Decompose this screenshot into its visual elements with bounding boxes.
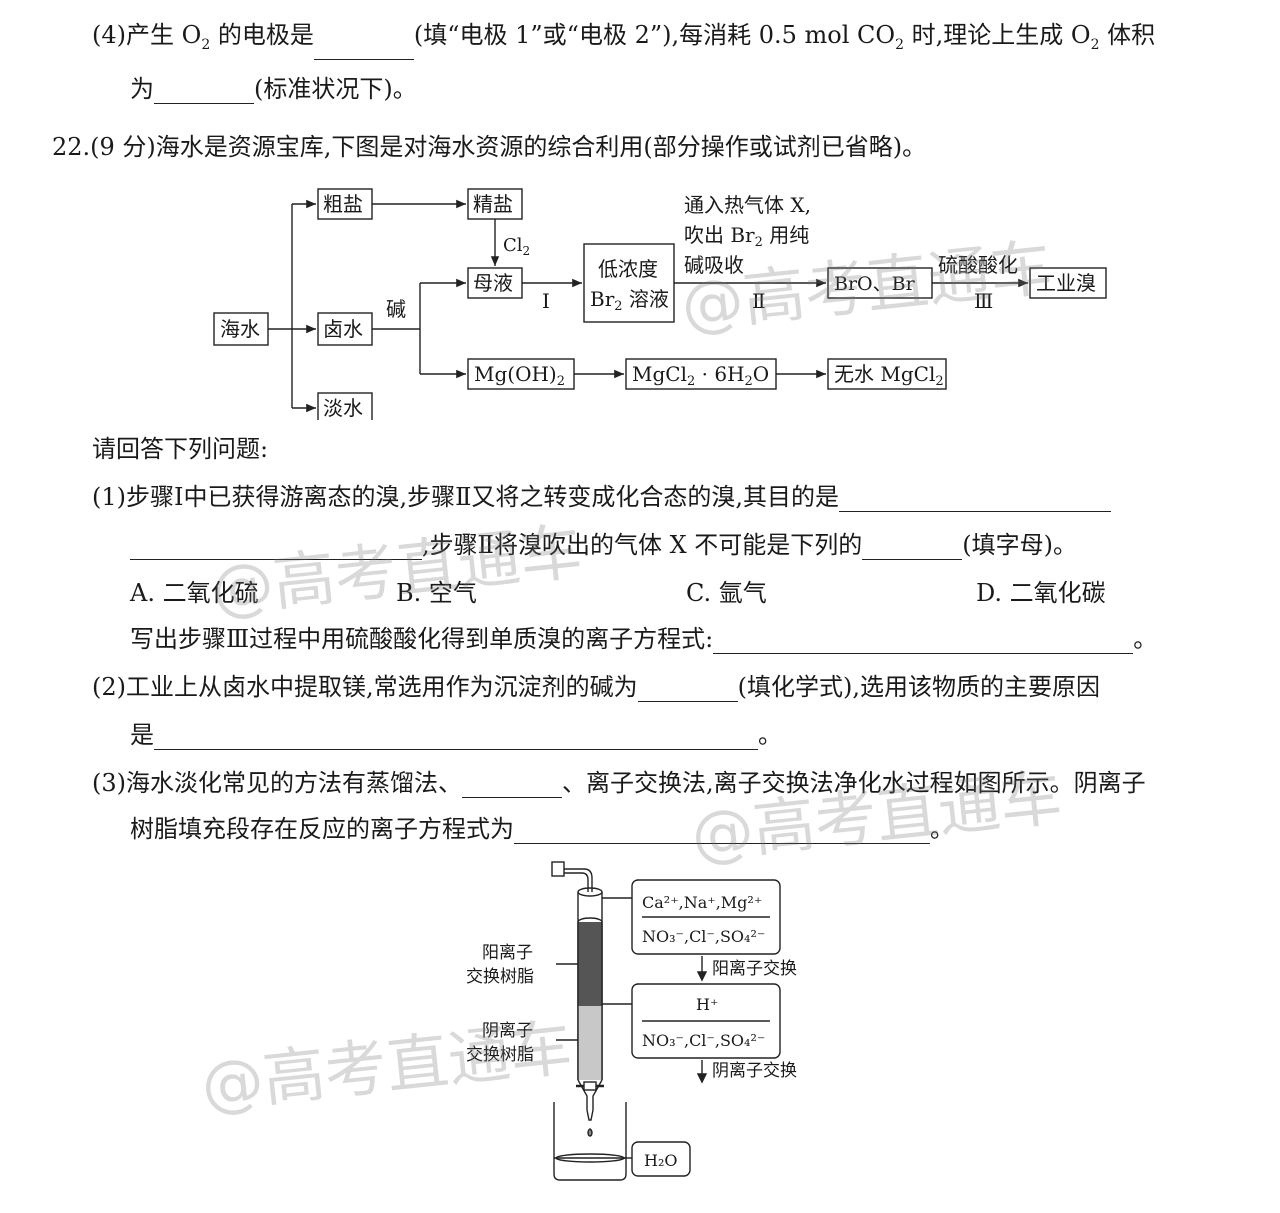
flow-anhydrous-mgcl2-label: 无水 MgCl2 xyxy=(834,362,944,389)
q22-blank-base[interactable] xyxy=(637,677,738,702)
q21-sub-o2b: 2 xyxy=(1090,36,1100,53)
flow-step3-label: Ⅲ xyxy=(974,289,993,313)
q22-part1-line1: (1)步骤Ⅰ中已获得游离态的溴,步骤Ⅱ又将之转变成化合态的溴,其目的是 xyxy=(92,482,1112,512)
q22-p1-text4: 写出步骤Ⅲ过程中用硫酸酸化得到单质溴的离子方程式: xyxy=(130,625,714,653)
q22-period-2: 。 xyxy=(758,721,782,749)
flow-note-line1: 通入热气体 X, xyxy=(684,193,811,217)
q22-period-3: 。 xyxy=(930,815,954,843)
flow-seawater-label: 海水 xyxy=(220,317,260,341)
ion-box-water xyxy=(631,1141,691,1177)
q22-title: 22.(9 分)海水是资源宝库,下图是对海水资源的综合利用(部分操作或试剂已省略… xyxy=(52,133,927,161)
option-d[interactable]: D. 二氧化碳 xyxy=(976,579,1106,607)
q22-blank-purpose-b[interactable] xyxy=(130,535,422,560)
q22-p3-text2: 、离子交换法,离子交换法净化水过程如图所示。阴离子 xyxy=(562,769,1146,797)
q22-p3-text1: (3)海水淡化常见的方法有蒸馏法、 xyxy=(92,769,462,797)
ion-exchange-apparatus: 阳离子 交换树脂 阴离子 交换树脂 Ca²⁺,Na⁺,Mg²⁺ NO₃⁻,Cl⁻… xyxy=(466,861,797,1181)
cation-exchange-label: 阳离子交换 xyxy=(712,959,797,979)
flow-fine-salt-label: 精盐 xyxy=(473,192,513,216)
q22-prompt: 请回答下列问题: xyxy=(92,435,269,463)
q22-part2-line2: 是。 xyxy=(130,720,782,750)
q21-text-g: (标准状况下)。 xyxy=(254,75,417,103)
ion-box1-bottom: NO₃⁻,Cl⁻,SO₄²⁻ xyxy=(642,927,765,946)
box-industrial-br xyxy=(1029,267,1107,299)
q22-part1-line2: ,步骤Ⅱ将溴吹出的气体 X 不可能是下列的 (填字母)。 xyxy=(130,530,1077,560)
q21-text-e: 体积 xyxy=(1099,21,1156,49)
q22-blank-reason[interactable] xyxy=(154,725,758,750)
flow-fresh-water-label: 淡水 xyxy=(323,396,363,420)
q21-text-f: 为 xyxy=(130,75,154,103)
box-fresh-water xyxy=(317,392,373,420)
q22-part2-line1: (2)工业上从卤水中提取镁,常选用作为沉淀剂的碱为 (填化学式),选用该物质的主要… xyxy=(92,672,1100,702)
watermark-2: @高考直通车 xyxy=(207,514,586,627)
water-label: H₂O xyxy=(644,1151,677,1170)
option-c[interactable]: C. 氩气 xyxy=(686,579,767,607)
box-anhydrous-mgcl2 xyxy=(827,358,947,390)
q22-p3-text3: 树脂填充段存在反应的离子方程式为 xyxy=(130,815,514,843)
q21-blank-electrode[interactable] xyxy=(313,35,414,60)
anion-resin-fill xyxy=(578,1006,602,1080)
ion-box1-top: Ca²⁺,Na⁺,Mg²⁺ xyxy=(642,893,762,912)
option-b[interactable]: B. 空气 xyxy=(396,579,477,607)
seawater-flow-diagram: 海水 粗盐 精盐 卤水 淡水 碱 母液 Cl2 Ⅰ 低浓度 Br2 溶液 通入热… xyxy=(213,188,1107,420)
q21-sub-o2: 2 xyxy=(201,36,211,53)
q22-blank-anion-eq[interactable] xyxy=(514,819,930,844)
flow-industrial-br-label: 工业溴 xyxy=(1036,271,1096,295)
flow-mgcl2-hydrate-label: MgCl2 · 6H2O xyxy=(632,362,769,389)
watermark-3: @高考直通车 xyxy=(687,760,1066,873)
q22-p2-text2: (填化学式),选用该物质的主要原因 xyxy=(737,673,1100,701)
q22-p2-text1: (2)工业上从卤水中提取镁,常选用作为沉淀剂的碱为 xyxy=(92,673,638,701)
q21-part4-line1: (4)产生 O2 的电极是(填“电极 1”或“电极 2”),每消耗 0.5 mo… xyxy=(92,20,1155,60)
q21-text-b: 的电极是 xyxy=(210,21,314,49)
label-cation-resin-2: 交换树脂 xyxy=(466,967,534,987)
flow-note-line3: 碱吸收 xyxy=(684,253,744,277)
ion-box2-top: H⁺ xyxy=(696,995,718,1014)
flow-low-conc-line2: Br2 溶液 xyxy=(590,287,669,314)
label-cation-resin-1: 阳离子 xyxy=(482,943,533,963)
q21-text-c: (填“电极 1”或“电极 2”),每消耗 0.5 mol CO xyxy=(413,21,896,49)
q22-part3-line2: 树脂填充段存在反应的离子方程式为 。 xyxy=(130,814,954,844)
q22-period-1: 。 xyxy=(1133,625,1158,653)
flow-step1-label: Ⅰ xyxy=(542,289,550,313)
q21-part4-line2: 为 (标准状况下)。 xyxy=(130,74,417,104)
label-anion-resin-2: 交换树脂 xyxy=(466,1045,534,1065)
q22-part3-line1: (3)海水淡化常见的方法有蒸馏法、 、离子交换法,离子交换法净化水过程如图所示。阴… xyxy=(92,768,1146,798)
flow-mgoh2-label: Mg(OH)2 xyxy=(474,362,565,389)
q22-blank-purpose-a[interactable] xyxy=(839,487,1112,512)
flow-brine-label: 卤水 xyxy=(323,317,363,341)
flow-step2-label: Ⅱ xyxy=(752,289,766,313)
q21-text-a: (4)产生 O xyxy=(92,21,202,49)
flow-base-label: 碱 xyxy=(386,297,406,321)
q22-p2-text3: 是 xyxy=(130,721,154,749)
q22-p1-text2: ,步骤Ⅱ将溴吹出的气体 X 不可能是下列的 xyxy=(422,531,863,559)
option-a[interactable]: A. 二氧化硫 xyxy=(130,579,259,607)
q22-part1-line3: 写出步骤Ⅲ过程中用硫酸酸化得到单质溴的离子方程式: 。 xyxy=(130,624,1157,654)
flow-cl2-label: Cl2 xyxy=(503,235,530,258)
label-anion-resin-1: 阴离子 xyxy=(482,1021,533,1041)
q22-blank-method[interactable] xyxy=(462,773,562,798)
flow-low-conc-line1: 低浓度 xyxy=(598,257,658,281)
flow-mother-liquor-label: 母液 xyxy=(473,271,513,295)
q22-p1-text1: (1)步骤Ⅰ中已获得游离态的溴,步骤Ⅱ又将之转变成化合态的溴,其目的是 xyxy=(92,483,840,511)
flow-note-line2: 吹出 Br2 用纯 xyxy=(684,223,809,250)
flow-acidify-label: 硫酸酸化 xyxy=(938,253,1018,277)
q22-blank-gas-x[interactable] xyxy=(862,535,963,560)
anion-exchange-label: 阴离子交换 xyxy=(712,1061,797,1081)
q22-p1-text3: (填字母)。 xyxy=(962,531,1078,559)
q21-sub-co2: 2 xyxy=(895,36,905,53)
q22-blank-ionic-eq[interactable] xyxy=(713,629,1134,654)
ion-box2-bottom: NO₃⁻,Cl⁻,SO₄²⁻ xyxy=(642,1031,765,1050)
q21-text-d: 时,理论上生成 O xyxy=(904,21,1091,49)
flow-crude-salt-label: 粗盐 xyxy=(323,192,363,216)
q21-blank-volume[interactable] xyxy=(154,79,254,104)
flow-bro3-label: BrO、Br xyxy=(834,273,916,295)
cation-resin-fill xyxy=(578,922,602,1006)
